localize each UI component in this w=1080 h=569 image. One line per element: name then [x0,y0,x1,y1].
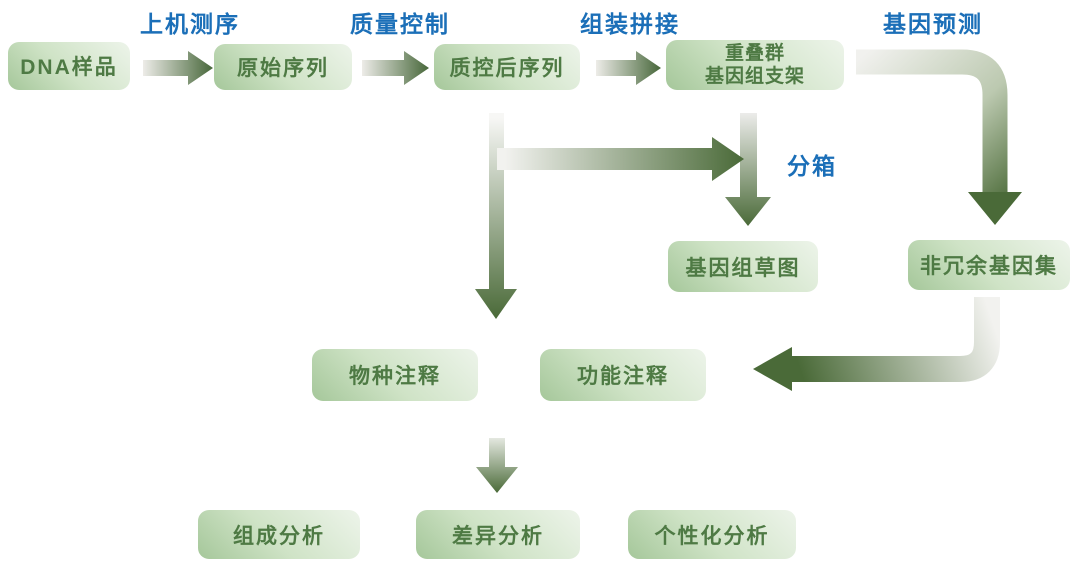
arrow-to-function-head [753,347,792,391]
node-composition-analysis: 组成分析 [198,510,360,559]
arrow-gene-prediction-head [968,192,1022,225]
node-difference-analysis: 差异分析 [416,510,580,559]
arrow-binning-branch [497,137,744,181]
node-nr-gene-set: 非冗余基因集 [908,240,1070,290]
arrow-to-function-curve [792,297,1000,382]
node-contigs-line2: 基因组支架 [704,66,805,87]
arrow-assembly [596,51,661,85]
arrow-to-difference [476,438,518,493]
label-sequencing: 上机测序 [140,11,240,37]
node-dna-sample: DNA样品 [8,42,130,90]
arrow-sequencing [143,51,213,85]
arrow-gene-prediction-curve [856,49,1008,194]
label-assembly: 组装拼接 [580,11,680,37]
node-personalized-analysis: 个性化分析 [628,510,796,559]
arrow-quality-control [362,51,429,85]
arrow-binning-down [725,113,771,226]
node-draft-genome: 基因组草图 [668,241,818,292]
node-raw-reads: 原始序列 [214,44,352,90]
arrow-to-taxonomy [475,113,517,319]
node-function-annotation: 功能注释 [540,349,706,401]
label-binning: 分箱 [787,153,837,179]
node-contigs-line1: 重叠群 [724,43,785,64]
label-quality-control: 质量控制 [350,11,450,37]
node-clean-reads: 质控后序列 [434,44,580,90]
node-contigs-scaffolds: 重叠群 基因组支架 [666,40,844,90]
node-taxonomy-annotation: 物种注释 [312,349,478,401]
label-gene-prediction: 基因预测 [883,11,983,37]
